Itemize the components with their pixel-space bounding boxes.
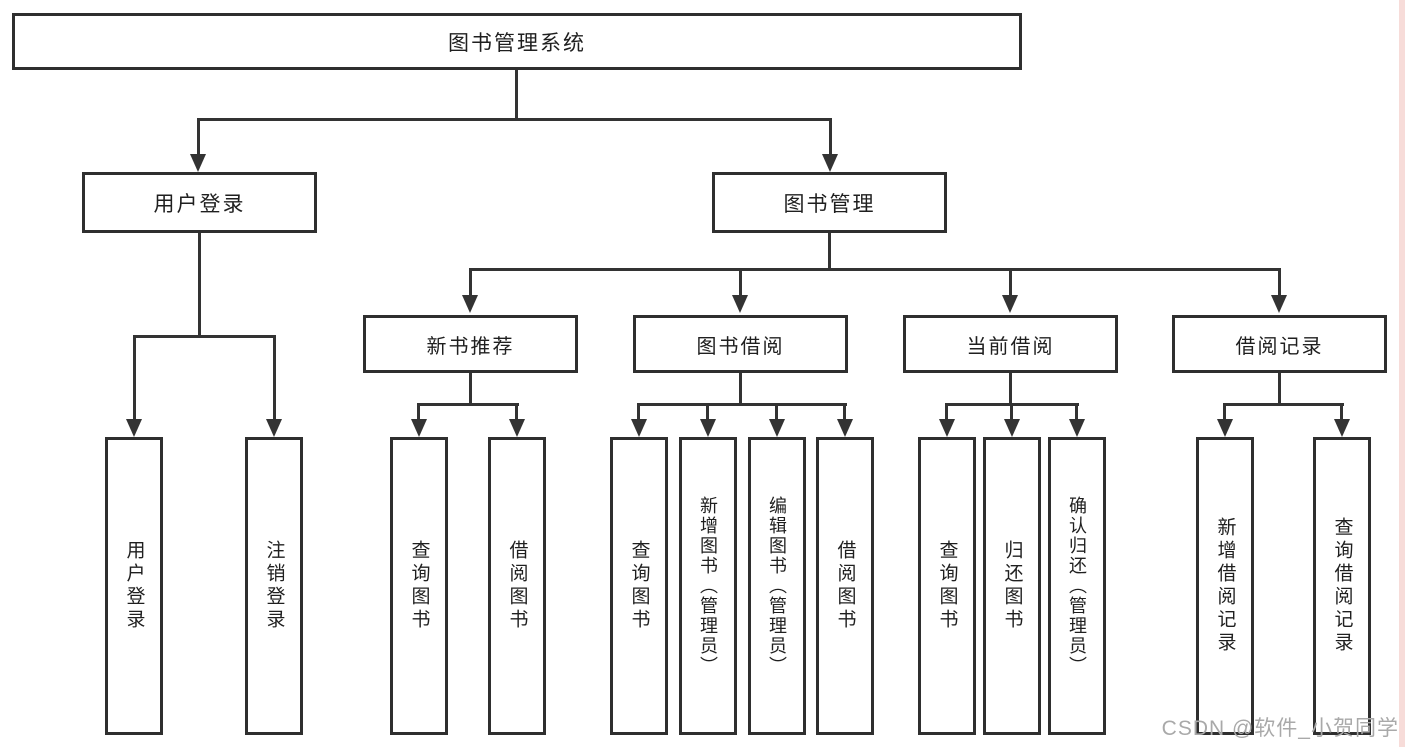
leaf-return-book: 归还图书	[983, 437, 1041, 735]
connector-line	[198, 233, 201, 337]
arrowhead	[1002, 295, 1018, 313]
connector-line	[133, 335, 276, 338]
leaf-logout: 注销登录	[245, 437, 303, 735]
leaf-add-book-admin: 新增图书（管理员）	[679, 437, 737, 735]
arrowhead	[822, 154, 838, 172]
connector-line	[133, 335, 136, 419]
connector-line	[515, 70, 518, 120]
connector-line	[515, 403, 518, 419]
arrowhead	[1217, 419, 1233, 437]
node-book-borrow: 图书借阅	[633, 315, 848, 373]
connector-line	[197, 118, 832, 121]
leaf-add-borrow-record: 新增借阅记录	[1196, 437, 1254, 735]
connector-line	[739, 373, 742, 405]
arrowhead	[411, 419, 427, 437]
leaf-borrow-books-recommend: 借阅图书	[488, 437, 546, 735]
arrowhead	[190, 154, 206, 172]
node-current-borrow: 当前借阅	[903, 315, 1118, 373]
connector-line	[637, 403, 847, 406]
leaf-query-books-recommend: 查询图书	[390, 437, 448, 735]
leaf-borrow-books: 借阅图书	[816, 437, 874, 735]
watermark: CSDN @软件_小贺同学	[1161, 717, 1399, 740]
connector-line	[945, 403, 948, 419]
arrowhead	[509, 419, 525, 437]
connector-line	[1009, 373, 1012, 405]
connector-line	[273, 335, 276, 419]
arrowhead	[126, 419, 142, 437]
connector-line	[1009, 268, 1012, 295]
connector-line	[1223, 403, 1344, 406]
node-borrow-records: 借阅记录	[1172, 315, 1387, 373]
connector-line	[469, 268, 1281, 271]
arrowhead	[1334, 419, 1350, 437]
arrowhead	[1069, 419, 1085, 437]
node-root: 图书管理系统	[12, 13, 1022, 70]
arrowhead	[1004, 419, 1020, 437]
arrowhead	[700, 419, 716, 437]
connector-line	[1075, 403, 1078, 419]
leaf-query-books-current: 查询图书	[918, 437, 976, 735]
edge-strip	[1399, 0, 1405, 747]
node-user-login: 用户登录	[82, 172, 317, 233]
connector-line	[843, 403, 846, 419]
arrowhead	[769, 419, 785, 437]
connector-line	[197, 118, 200, 154]
leaf-query-books-borrow: 查询图书	[610, 437, 668, 735]
leaf-edit-book-admin: 编辑图书（管理员）	[748, 437, 806, 735]
connector-line	[1278, 268, 1281, 295]
leaf-confirm-return-admin: 确认归还（管理员）	[1048, 437, 1106, 735]
arrowhead	[732, 295, 748, 313]
connector-line	[828, 233, 831, 270]
connector-line	[469, 268, 472, 295]
node-new-book-recommend: 新书推荐	[363, 315, 578, 373]
arrowhead	[837, 419, 853, 437]
arrowhead	[1271, 295, 1287, 313]
connector-line	[775, 403, 778, 419]
connector-line	[469, 373, 472, 405]
leaf-user-login: 用户登录	[105, 437, 163, 735]
arrowhead	[939, 419, 955, 437]
connector-line	[706, 403, 709, 419]
arrowhead	[462, 295, 478, 313]
arrowhead	[266, 419, 282, 437]
node-book-management: 图书管理	[712, 172, 947, 233]
connector-line	[1223, 403, 1226, 419]
connector-line	[637, 403, 640, 419]
connector-line	[417, 403, 519, 406]
connector-line	[417, 403, 420, 419]
connector-line	[829, 118, 832, 154]
connector-line	[739, 268, 742, 295]
leaf-query-borrow-record: 查询借阅记录	[1313, 437, 1371, 735]
connector-line	[1010, 403, 1013, 419]
connector-line	[1340, 403, 1343, 419]
arrowhead	[631, 419, 647, 437]
connector-line	[1278, 373, 1281, 405]
